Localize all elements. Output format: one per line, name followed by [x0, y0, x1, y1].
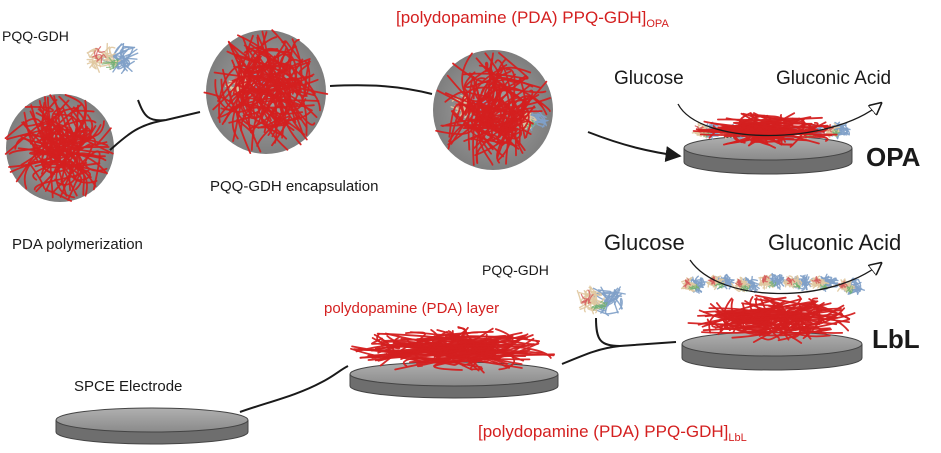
- arrow-merge-top: [109, 99, 201, 151]
- opa-electrode: [683, 112, 853, 175]
- arrow-encap-to-ball: [329, 84, 433, 95]
- label-encapsulation: PQQ-GDH encapsulation: [210, 178, 379, 195]
- reaction-arrow-bottom: [689, 259, 880, 295]
- label-lbl-method: LbL: [872, 324, 920, 354]
- title-lbl-main: [polydopamine (PDA) PPQ-GDH]: [478, 422, 729, 441]
- pda-ball-left: [4, 94, 114, 202]
- title-lbl: [polydopamine (PDA) PPQ-GDH]LbL: [478, 422, 747, 444]
- pqq-gdh-enzyme-top: [86, 42, 139, 74]
- reaction-arrows: [677, 104, 880, 295]
- label-enzyme-bottom: PQQ-GDH: [482, 262, 549, 278]
- arrow-spce-to-pda: [239, 365, 349, 413]
- label-enzyme-top: PQQ-GDH: [2, 28, 69, 44]
- label-pda-polymerization: PDA polymerization: [12, 236, 143, 253]
- spce-electrode: [55, 407, 249, 445]
- label-opa-method: OPA: [866, 142, 921, 172]
- pda-ball-encapsulated: [203, 29, 329, 154]
- label-glucose-bottom: Glucose: [604, 230, 685, 255]
- pda-layer-electrode: [349, 326, 559, 399]
- title-lbl-sub: LbL: [728, 432, 747, 444]
- label-glucose-top: Glucose: [614, 68, 684, 89]
- arrow-ball-to-opa: [587, 131, 682, 163]
- title-opa-main: [polydopamine (PDA) PPQ-GDH]: [396, 8, 647, 27]
- pqq-gdh-enzyme-bottom: [576, 285, 626, 317]
- label-spce: SPCE Electrode: [74, 378, 183, 395]
- arrow-merge-bottom: [561, 317, 677, 365]
- label-pda-layer: polydopamine (PDA) layer: [324, 300, 500, 317]
- title-opa: [polydopamine (PDA) PPQ-GDH]OPA: [396, 8, 669, 30]
- reaction-arrow-top: [677, 104, 880, 137]
- pda-ball-opa: [433, 50, 553, 170]
- lbl-electrode: [681, 272, 865, 371]
- title-opa-sub: OPA: [646, 18, 669, 30]
- label-gluconic-top: Gluconic Acid: [776, 68, 892, 89]
- flow-arrows: [109, 84, 682, 413]
- label-gluconic-bottom: Gluconic Acid: [768, 230, 902, 255]
